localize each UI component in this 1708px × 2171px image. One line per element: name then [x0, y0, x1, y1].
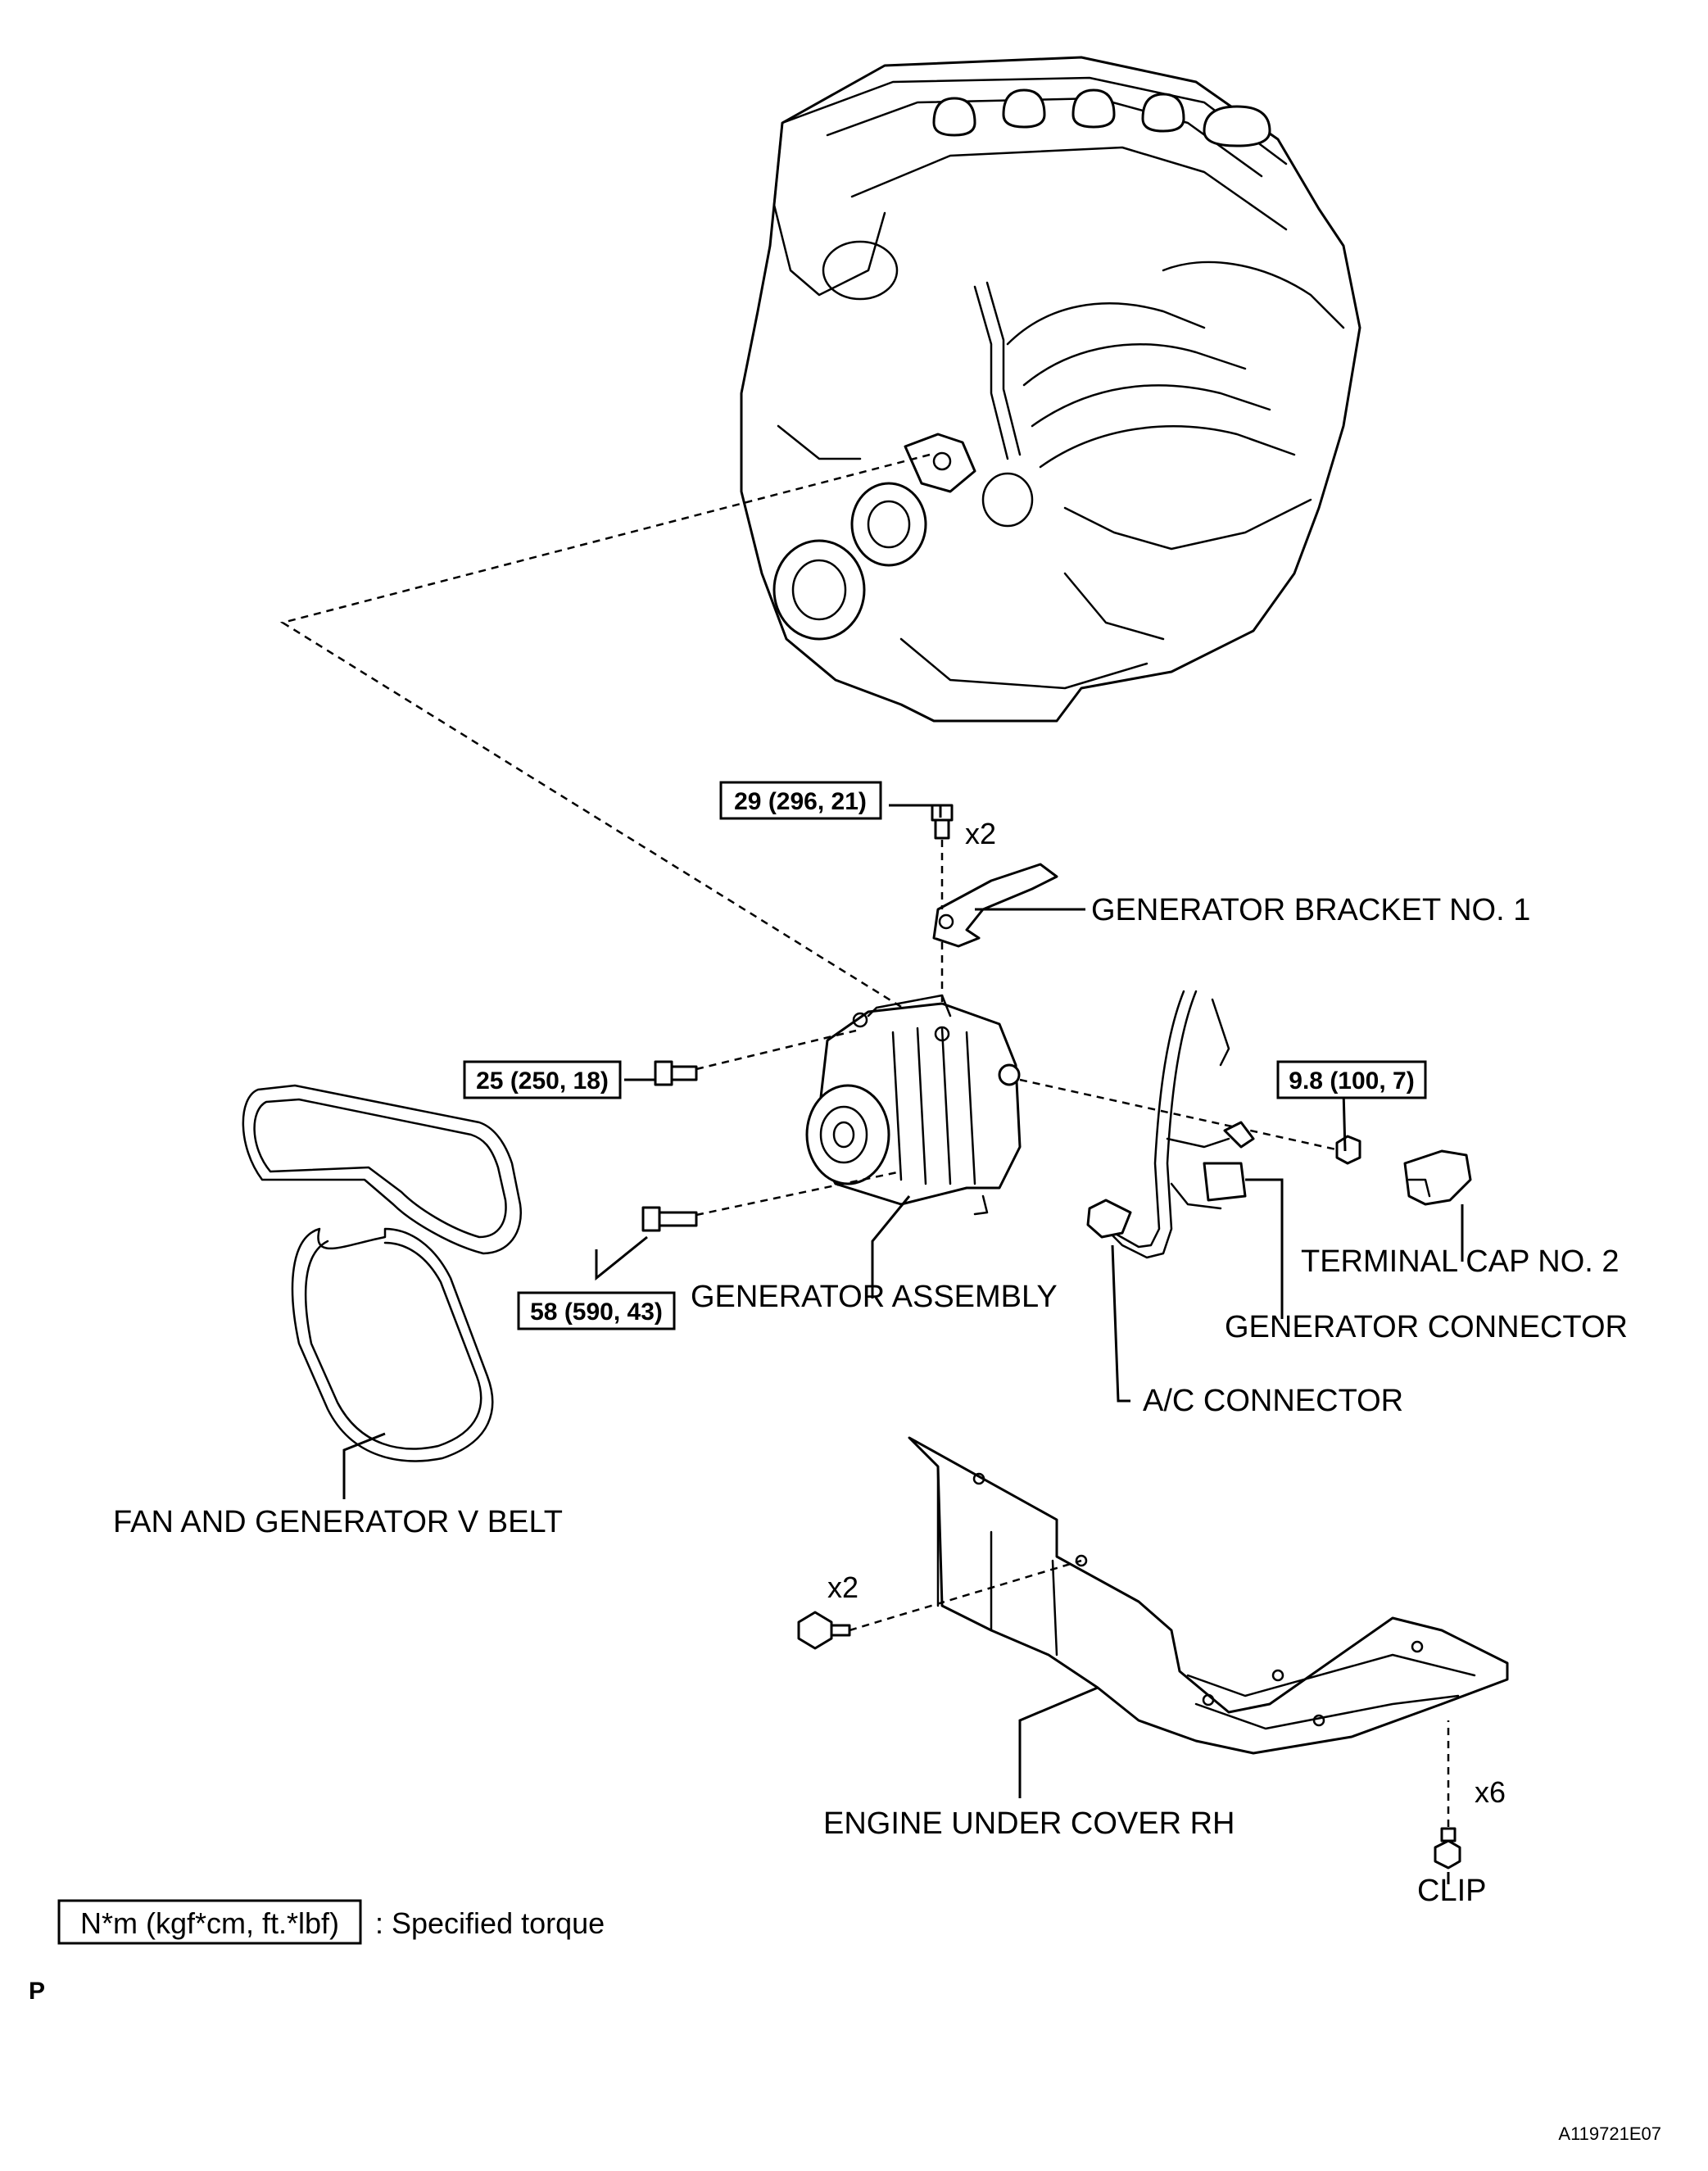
torque-lower-bolt: 58 (590, 43) [530, 1299, 663, 1326]
label-clip: CLIP [1417, 1874, 1486, 1908]
label-terminal-cap: TERMINAL CAP NO. 2 [1301, 1244, 1620, 1279]
torque-box-lower-bolt: 58 (590, 43) [517, 1291, 676, 1330]
label-generator-assembly: GENERATOR ASSEMBLY [691, 1280, 1058, 1314]
torque-legend: N*m (kgf*cm, ft.*lbf) : Specified torque [57, 1899, 605, 1945]
torque-box-bracket-bolt: 29 (296, 21) [719, 781, 882, 820]
generator-bracket-illustration [932, 863, 1058, 948]
torque-terminal-nut: 9.8 (100, 7) [1289, 1067, 1414, 1095]
figure-reference: A119721E07 [1558, 2123, 1661, 2144]
terminal-cap-illustration [1403, 1149, 1472, 1206]
lower-bolt-illustration [641, 1206, 698, 1232]
legend-description: : Specified torque [375, 1906, 605, 1940]
torque-box-terminal-nut: 9.8 (100, 7) [1276, 1060, 1427, 1099]
label-generator-connector: GENERATOR CONNECTOR [1225, 1310, 1628, 1344]
bracket-bolt-illustration [931, 804, 954, 840]
torque-box-upper-bolt: 25 (250, 18) [463, 1060, 622, 1099]
cover-bolt-illustration [797, 1611, 851, 1650]
qty-clip: x6 [1475, 1775, 1506, 1809]
qty-cover-bolt: x2 [827, 1570, 859, 1604]
engine-illustration [740, 56, 1361, 723]
label-generator-bracket: GENERATOR BRACKET NO. 1 [1091, 893, 1530, 927]
upper-bolt-illustration [654, 1060, 698, 1086]
generator-illustration [805, 994, 1022, 1216]
terminal-nut-illustration [1335, 1135, 1361, 1165]
clip-illustration [1434, 1827, 1461, 1870]
torque-bracket-bolt: 29 (296, 21) [734, 788, 867, 815]
label-v-belt: FAN AND GENERATOR V BELT [113, 1505, 563, 1539]
torque-upper-bolt: 25 (250, 18) [476, 1067, 609, 1095]
label-under-cover: ENGINE UNDER COVER RH [823, 1806, 1235, 1841]
qty-bracket-bolt: x2 [965, 817, 996, 850]
v-belt-illustration [242, 1084, 523, 1462]
under-cover-illustration [908, 1436, 1509, 1755]
mount-alignment-line [279, 453, 943, 1034]
leader-lines [342, 804, 1464, 1884]
label-ac-connector: A/C CONNECTOR [1143, 1384, 1403, 1418]
wire-harness-illustration [1086, 990, 1255, 1259]
page-letter: P [29, 1978, 45, 2005]
legend-box-text: N*m (kgf*cm, ft.*lbf) [80, 1906, 339, 1940]
